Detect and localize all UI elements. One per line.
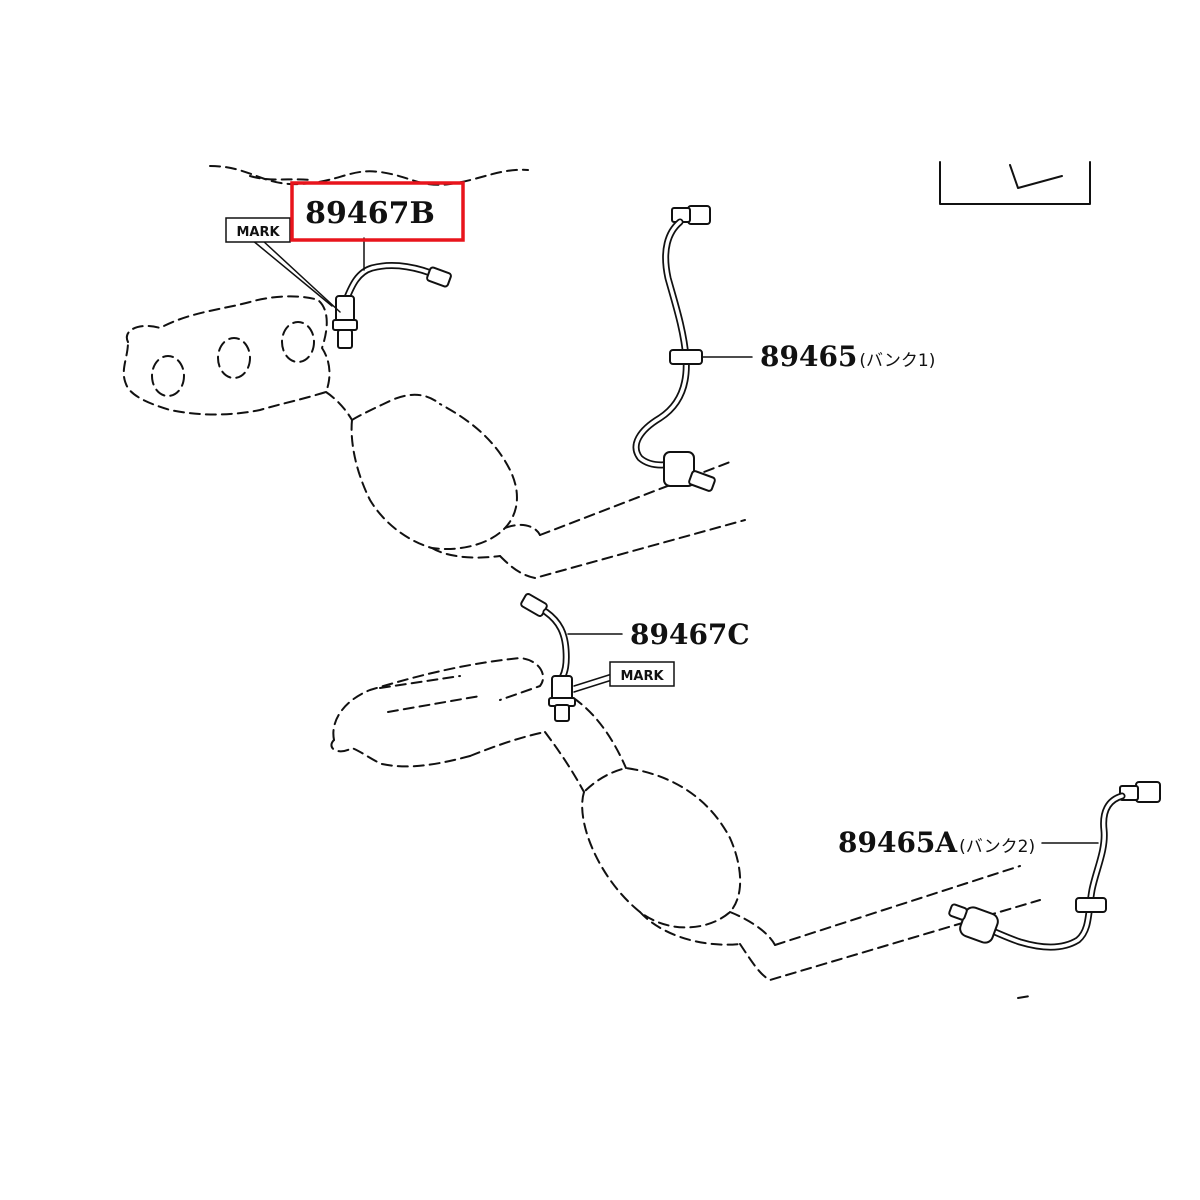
exhaust-manifold-bank2 bbox=[330, 657, 546, 768]
catalytic-converter-bank1 bbox=[325, 391, 541, 559]
part-number-89465: 89465 bbox=[760, 340, 857, 373]
exhaust-manifold-bank1 bbox=[122, 295, 331, 416]
part-label-89467c[interactable]: 89467C bbox=[630, 618, 750, 651]
bank-label-1: (バンク1) bbox=[859, 351, 935, 371]
part-number-89467c: 89467C bbox=[630, 618, 750, 651]
leader-lines-89467b bbox=[251, 237, 365, 313]
leader-lines-mark-lower bbox=[573, 673, 613, 693]
oxygen-sensor-89465a[interactable] bbox=[948, 781, 1161, 951]
part-number-89465a: 89465A bbox=[838, 826, 958, 859]
part-label-89467b[interactable]: 89467B bbox=[290, 181, 465, 242]
svg-text:89465A(バンク2): 89465A(バンク2) bbox=[838, 826, 1035, 859]
svg-text:89465(バンク1): 89465(バンク1) bbox=[760, 340, 935, 373]
engine-outline-top bbox=[209, 165, 529, 186]
part-label-89465a[interactable]: 89465A(バンク2) bbox=[838, 826, 1035, 859]
oxygen-sensor-89467c[interactable] bbox=[520, 593, 576, 722]
corner-reference-box bbox=[939, 161, 1091, 205]
mark-label-upper: MARK bbox=[225, 217, 291, 243]
highlight-box bbox=[290, 181, 465, 242]
mark-text-upper: MARK bbox=[236, 225, 280, 240]
oxygen-sensor-89465[interactable] bbox=[632, 205, 716, 492]
mark-label-lower: MARK bbox=[609, 661, 675, 687]
catalytic-converter-bank2 bbox=[544, 689, 776, 946]
part-number-89467b: 89467B bbox=[305, 196, 435, 231]
part-label-89465[interactable]: 89465(バンク1) bbox=[760, 340, 935, 373]
oxygen-sensor-89467b[interactable] bbox=[332, 262, 452, 349]
bank-label-2: (バンク2) bbox=[959, 837, 1035, 857]
mark-text-lower: MARK bbox=[620, 669, 664, 684]
exhaust-pipe-bank2 bbox=[739, 865, 1041, 999]
